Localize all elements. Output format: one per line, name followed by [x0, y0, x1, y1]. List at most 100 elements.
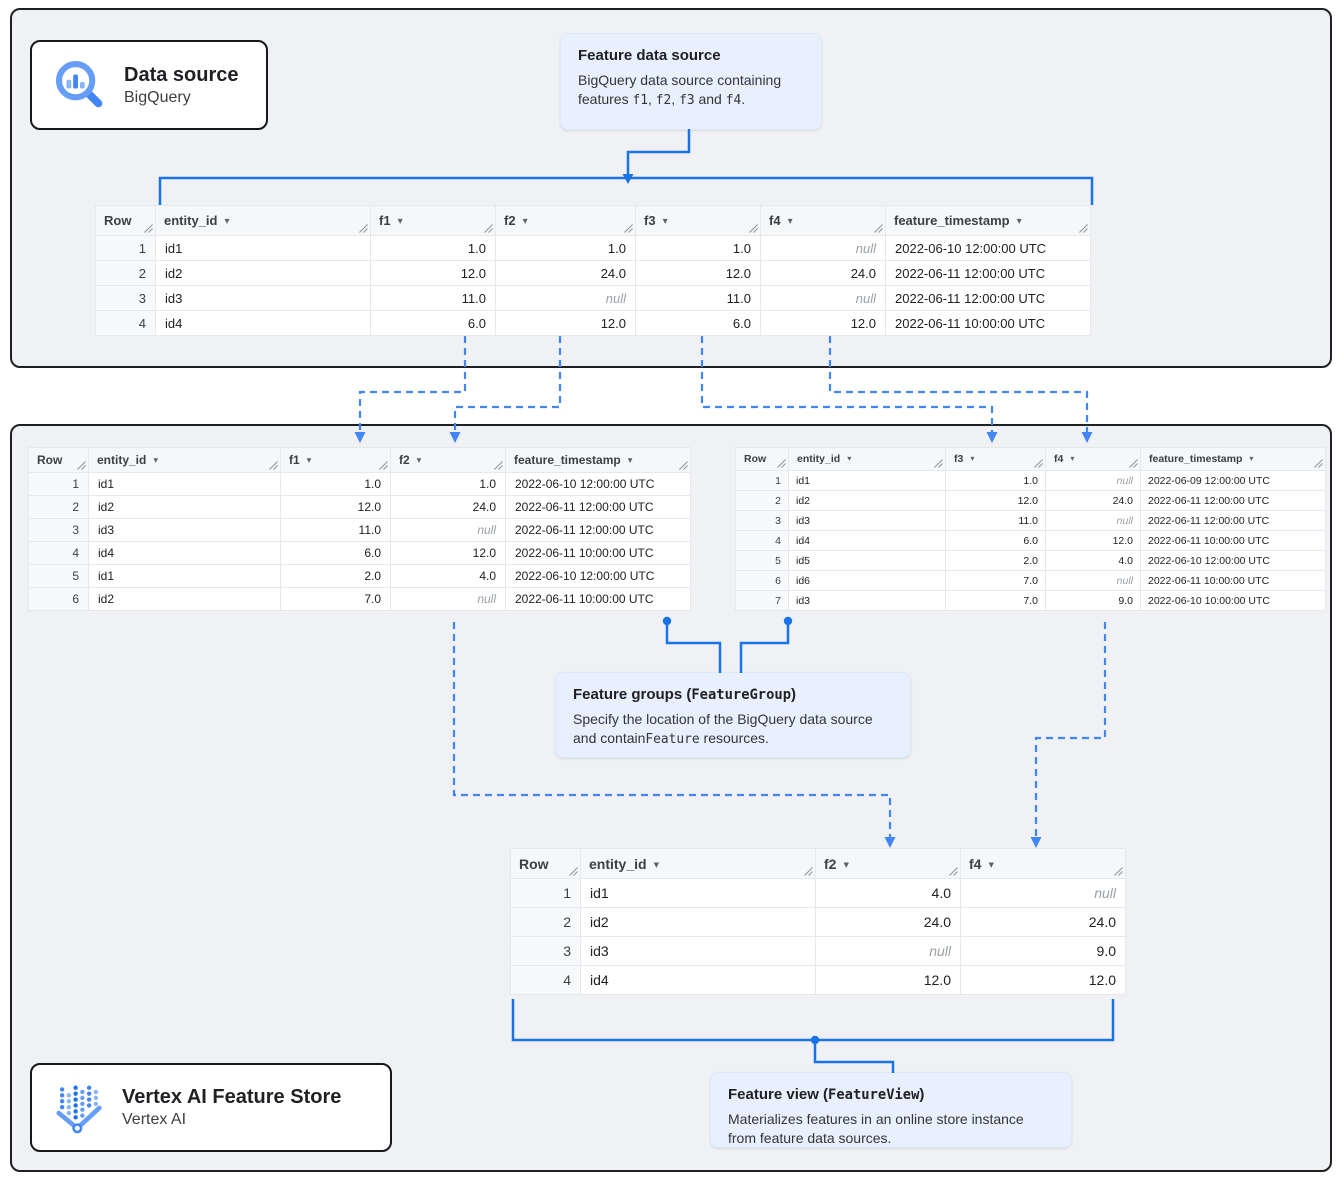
null-value: null: [477, 592, 496, 606]
cell-f1: 11.0: [370, 285, 496, 311]
sort-dropdown-icon: ▾: [662, 216, 668, 227]
column-resize-icon: [679, 461, 688, 470]
cell-entity_id: id1: [580, 878, 816, 908]
vertex-subtitle: Vertex AI: [122, 1111, 187, 1128]
cell-f1: 2.0: [280, 564, 391, 588]
cell-feature_timestamp: 2022-06-11 12:00:00 UTC: [505, 518, 691, 542]
column-label: f1: [379, 213, 391, 228]
cell-Row: 4: [95, 310, 156, 336]
column-resize-icon: [494, 461, 503, 470]
column-resize-icon: [949, 867, 958, 876]
cell-entity_id: id2: [155, 260, 371, 286]
cell-entity_id: id3: [88, 518, 281, 542]
cell-entity_id: id1: [155, 235, 371, 261]
data-source-subtitle: BigQuery: [124, 88, 191, 106]
column-header-Row: Row: [95, 205, 156, 236]
callout-body: Specify the location of the BigQuery dat…: [573, 711, 873, 747]
vertex-title: Vertex AI Feature Store: [122, 1086, 342, 1108]
cell-f3: 11.0: [945, 510, 1046, 531]
cell-f3: 1.0: [635, 235, 761, 261]
column-resize-icon: [77, 461, 86, 470]
bigquery-icon: [52, 57, 108, 113]
cell-Row: 6: [28, 587, 89, 611]
column-label: entity_id: [97, 453, 147, 467]
cell-entity_id: id1: [88, 472, 281, 496]
cell-f4: 12.0: [760, 310, 886, 336]
cell-f1: 11.0: [280, 518, 391, 542]
sort-dropdown-icon: ▾: [970, 454, 975, 463]
cell-f1: 6.0: [280, 541, 391, 565]
callout-body: Materializes features in an online store…: [728, 1111, 1024, 1146]
cell-entity_id: id1: [788, 470, 946, 491]
cell-f4: 24.0: [960, 907, 1126, 937]
cell-Row: 7: [735, 590, 789, 611]
column-resize-icon: [1114, 867, 1123, 876]
callout-title: Feature groups (FeatureGroup): [573, 686, 797, 703]
cell-f2: 24.0: [815, 907, 961, 937]
column-resize-icon: [934, 459, 943, 468]
column-resize-icon: [777, 459, 786, 468]
cell-entity_id: id3: [580, 936, 816, 966]
cell-f3: 6.0: [635, 310, 761, 336]
cell-f2: null: [390, 518, 506, 542]
column-header-f3: f3 ▾: [945, 447, 1046, 471]
cell-feature_timestamp: 2022-06-10 12:00:00 UTC: [505, 472, 691, 496]
column-label: f4: [1054, 453, 1064, 465]
cell-f4: 9.0: [960, 936, 1126, 966]
feature-view-callout: Feature view (FeatureView) Materializes …: [710, 1072, 1072, 1148]
cell-entity_id: id5: [788, 550, 946, 571]
cell-f3: 6.0: [945, 530, 1046, 551]
cell-Row: 1: [735, 470, 789, 491]
column-header-f2: f2▾: [495, 205, 636, 236]
cell-f2: 1.0: [495, 235, 636, 261]
column-resize-icon: [269, 461, 278, 470]
column-header-Row: Row: [510, 848, 581, 879]
cell-f4: null: [760, 285, 886, 311]
cell-entity_id: id2: [580, 907, 816, 937]
cell-Row: 2: [28, 495, 89, 519]
cell-f2: 4.0: [390, 564, 506, 588]
column-label: feature_timestamp: [1149, 453, 1243, 465]
cell-Row: 6: [735, 570, 789, 591]
column-label: f3: [954, 453, 964, 465]
column-resize-icon: [569, 867, 578, 876]
cell-f3: 12.0: [945, 490, 1046, 511]
column-label: entity_id: [797, 453, 841, 465]
sort-dropdown-icon: ▾: [1016, 216, 1022, 227]
cell-feature_timestamp: 2022-06-10 12:00:00 UTC: [505, 564, 691, 588]
column-header-feature_timestamp: feature_timestamp ▾: [1140, 447, 1326, 471]
cell-f4: 24.0: [1045, 490, 1141, 511]
column-resize-icon: [1034, 459, 1043, 468]
vertex-ai-feature-store-box: Vertex AI Feature Store Vertex AI: [30, 1063, 392, 1152]
feature-data-source-callout: Feature data source BigQuery data source…: [560, 33, 822, 130]
column-resize-icon: [874, 224, 883, 233]
cell-f4: 4.0: [1045, 550, 1141, 571]
column-label: f4: [769, 213, 781, 228]
column-header-Row: Row: [735, 447, 789, 471]
sort-dropdown-icon: ▾: [653, 858, 660, 871]
cell-Row: 3: [735, 510, 789, 531]
sort-dropdown-icon: ▾: [1070, 454, 1075, 463]
cell-entity_id: id6: [788, 570, 946, 591]
column-header-f4: f4 ▾: [1045, 447, 1141, 471]
column-resize-icon: [804, 867, 813, 876]
column-label: Row: [37, 453, 63, 467]
sort-dropdown-icon: ▾: [1249, 454, 1254, 463]
column-header-f2: f2▾: [815, 848, 961, 879]
callout-body: BigQuery data source containing features…: [578, 72, 782, 108]
column-header-feature_timestamp: feature_timestamp▾: [885, 205, 1091, 236]
